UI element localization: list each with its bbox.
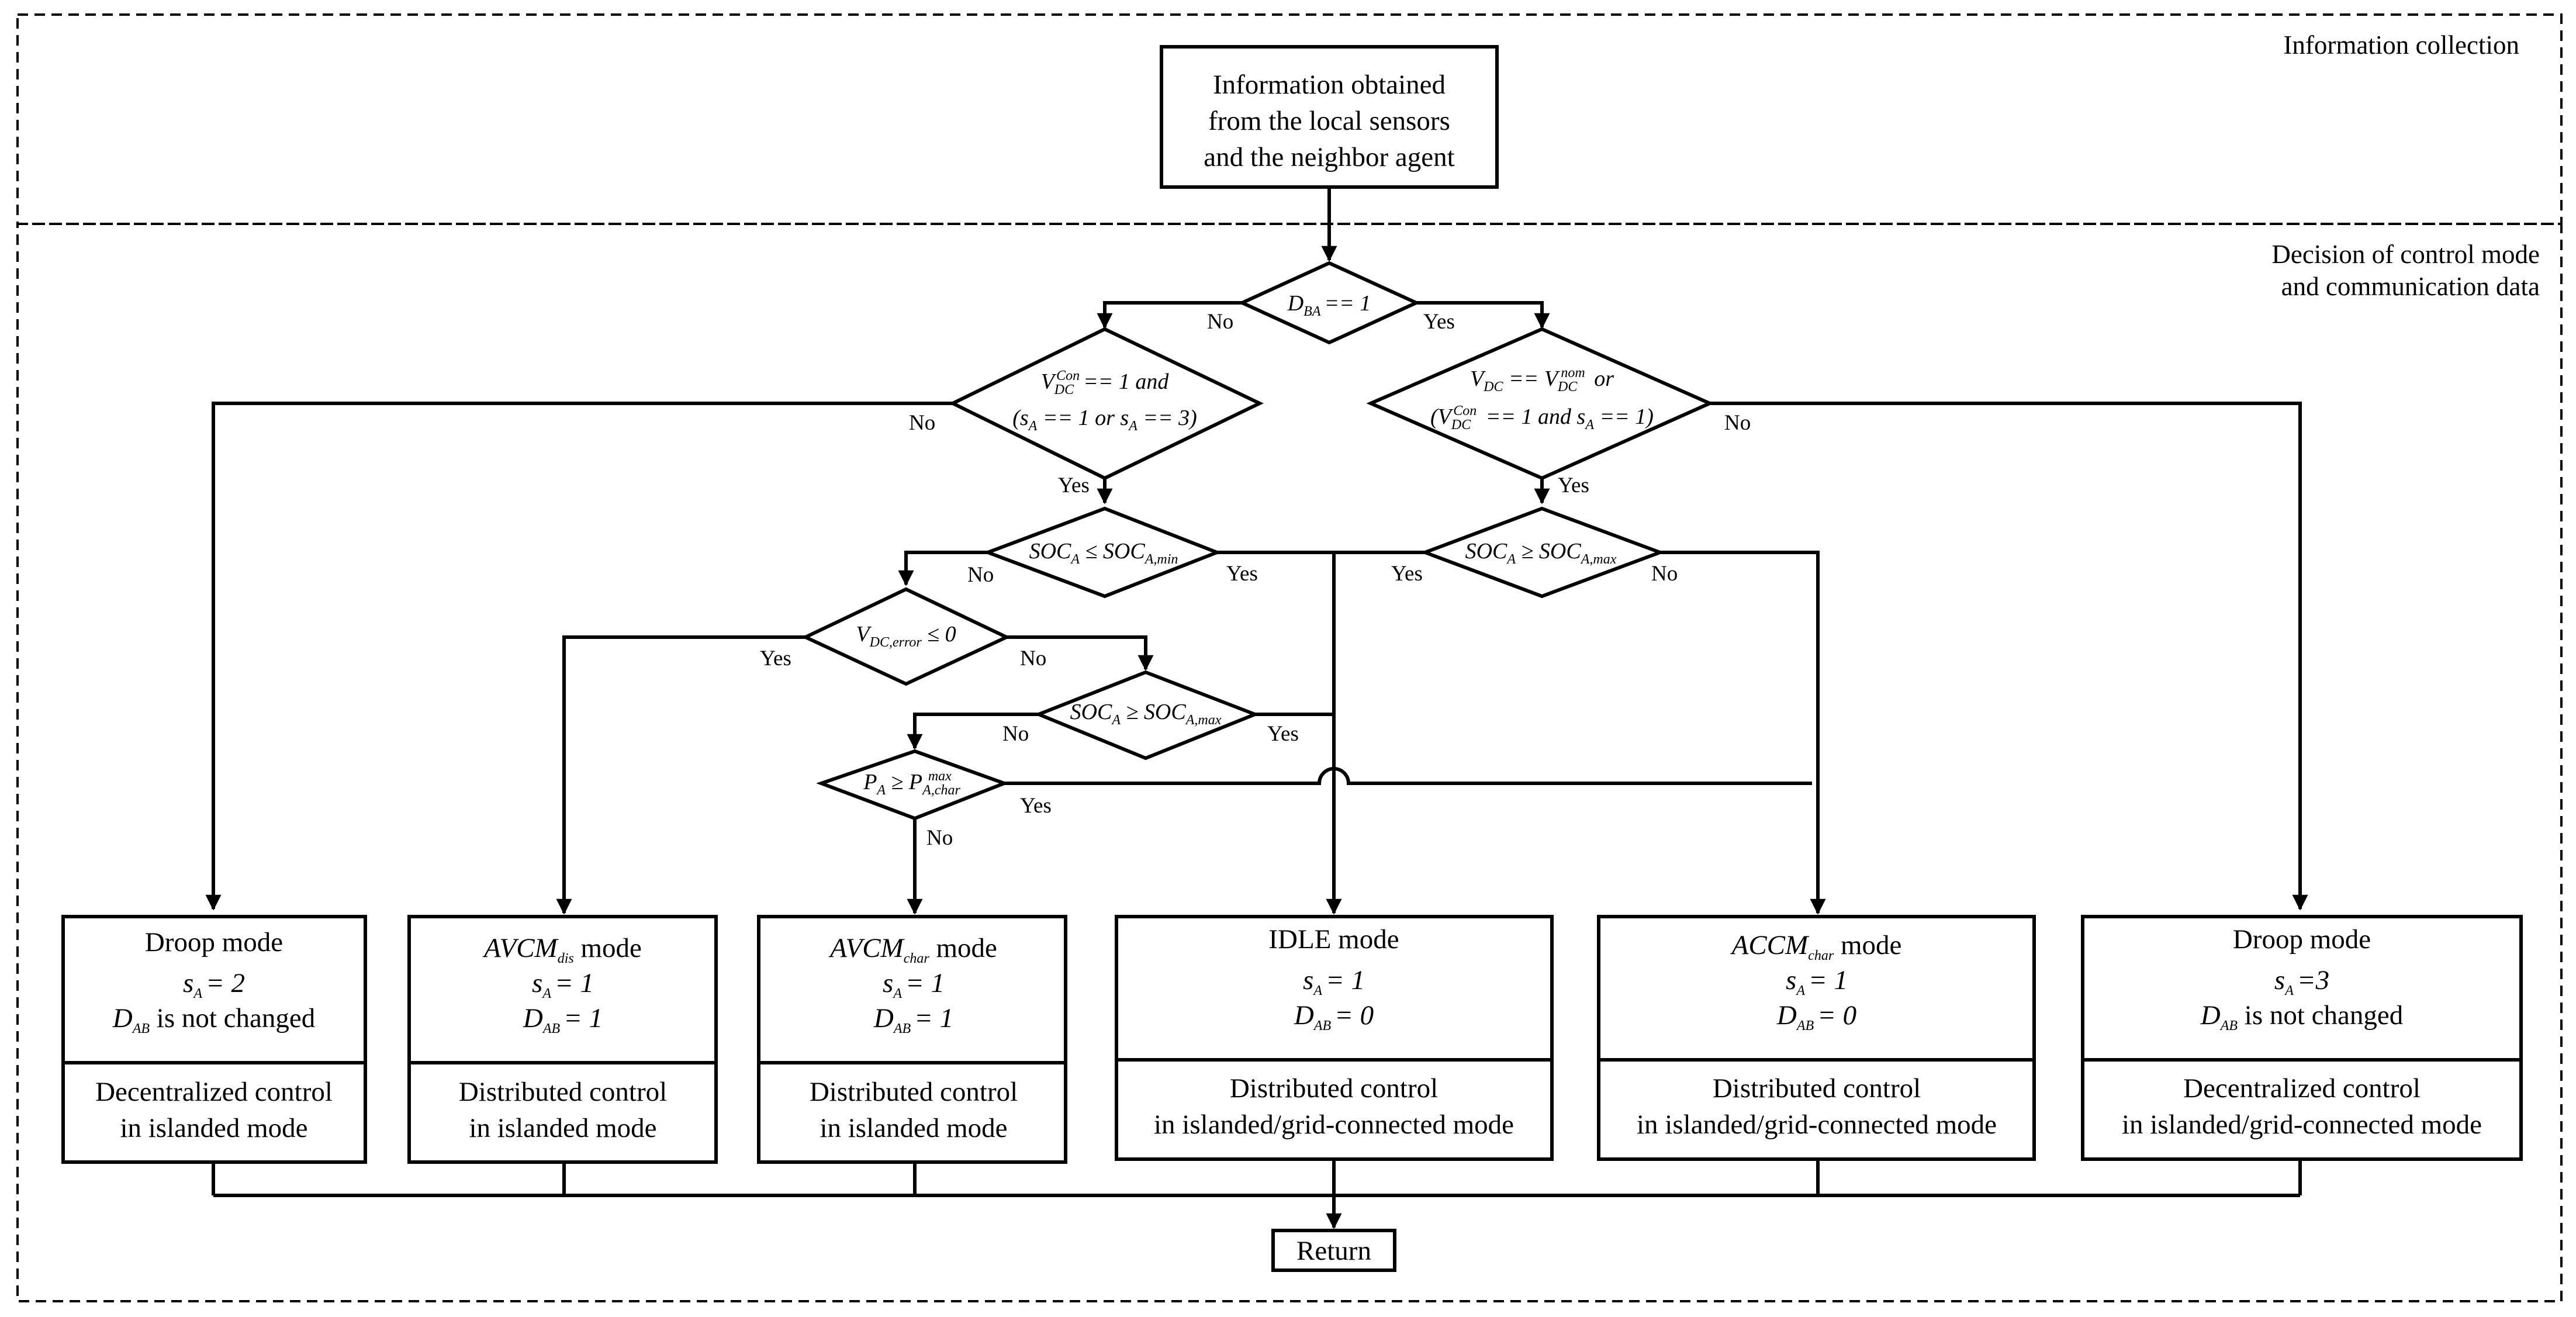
start-box: Information obtained from the local sens… bbox=[1160, 45, 1499, 189]
no-label: No bbox=[1651, 562, 1678, 586]
svg-text:VDC == VDCnom or: VDC == VDCnom or bbox=[1470, 365, 1614, 395]
svg-text:AVCMdis mode: AVCMdis mode bbox=[482, 933, 642, 966]
svg-text:(sA == 1 or sA == 3): (sA == 1 or sA == 3) bbox=[1012, 406, 1197, 434]
decision-soc-max-mid: SOCA ≥ SOCA,max bbox=[1033, 670, 1260, 761]
svg-text:VDCCon== 1 and: VDCCon== 1 and bbox=[1041, 368, 1170, 397]
svg-text:in islanded/grid-connected mod: in islanded/grid-connected mode bbox=[2122, 1109, 2482, 1140]
decision-label-line1: Decision of control mode bbox=[2271, 240, 2540, 269]
svg-text:DAB is not changed: DAB is not changed bbox=[2200, 1000, 2404, 1033]
svg-text:SOCA ≤ SOCA,min: SOCA ≤ SOCA,min bbox=[1029, 539, 1178, 567]
svg-text:in islanded mode: in islanded mode bbox=[120, 1113, 307, 1143]
mode-box-avcm-char: AVCMchar mode sA= 1 DAB= 1 Distributed c… bbox=[757, 915, 1067, 1164]
svg-text:in islanded mode: in islanded mode bbox=[469, 1113, 656, 1143]
svg-text:Droop mode: Droop mode bbox=[2233, 924, 2371, 955]
decision-label-line2: and communication data bbox=[2281, 272, 2540, 301]
mode-box-avcm-dis: AVCMdis mode sA= 1 DAB= 1 Distributed co… bbox=[407, 915, 718, 1164]
yes-label: Yes bbox=[1423, 310, 1455, 334]
start-line1: Information obtained bbox=[1213, 70, 1446, 100]
svg-text:Distributed control: Distributed control bbox=[459, 1077, 667, 1107]
svg-text:VDC,error ≤ 0: VDC,error ≤ 0 bbox=[856, 622, 956, 650]
svg-text:in islanded mode: in islanded mode bbox=[820, 1113, 1007, 1143]
svg-text:IDLE mode: IDLE mode bbox=[1268, 924, 1399, 955]
yes-label: Yes bbox=[1391, 562, 1423, 586]
svg-text:DBA== 1: DBA== 1 bbox=[1287, 291, 1371, 319]
decision-region bbox=[16, 223, 2563, 1302]
yes-label: Yes bbox=[760, 647, 791, 670]
svg-text:Distributed control: Distributed control bbox=[1230, 1073, 1438, 1104]
yes-label: Yes bbox=[1058, 473, 1090, 497]
yes-label: Yes bbox=[1020, 794, 1052, 818]
svg-text:(VDCCon == 1 and sA == 1): (VDCCon == 1 and sA == 1) bbox=[1430, 403, 1654, 433]
svg-text:sA= 2: sA= 2 bbox=[183, 968, 245, 1001]
svg-text:SOCA ≥ SOCA,max: SOCA ≥ SOCA,max bbox=[1070, 700, 1222, 728]
svg-text:DAB= 1: DAB= 1 bbox=[523, 1003, 603, 1036]
svg-text:SOCA ≥ SOCA,max: SOCA ≥ SOCA,max bbox=[1465, 539, 1617, 567]
decision-vdc-con-left: VDCCon== 1 and (sA == 1 or sA == 3) bbox=[949, 327, 1264, 481]
start-line3: and the neighbor agent bbox=[1204, 142, 1454, 172]
connector-lines bbox=[205, 187, 2308, 1229]
svg-text:DAB= 0: DAB= 0 bbox=[1776, 1000, 1856, 1033]
decision-soc-max-right: SOCA ≥ SOCA,max bbox=[1420, 506, 1665, 599]
decision-d-ba: DBA== 1 bbox=[1237, 261, 1421, 345]
decision-v-error: VDC,error ≤ 0 bbox=[801, 587, 1011, 686]
svg-text:Distributed control: Distributed control bbox=[1713, 1073, 1921, 1104]
start-line2: from the local sensors bbox=[1208, 106, 1450, 136]
no-label: No bbox=[926, 826, 953, 850]
svg-text:DAB= 0: DAB= 0 bbox=[1294, 1000, 1374, 1033]
no-label: No bbox=[909, 411, 935, 435]
svg-text:DAB is not changed: DAB is not changed bbox=[112, 1003, 316, 1036]
decision-vdc-nom-right: VDC == VDCnom or (VDCCon == 1 and sA == … bbox=[1366, 327, 1714, 481]
svg-text:AVCMchar mode: AVCMchar mode bbox=[828, 933, 997, 966]
svg-text:sA= 1: sA= 1 bbox=[883, 968, 945, 1001]
return-box: Return bbox=[1271, 1229, 1396, 1272]
return-label: Return bbox=[1296, 1236, 1371, 1266]
no-label: No bbox=[967, 563, 994, 587]
yes-label: Yes bbox=[1267, 722, 1299, 746]
svg-text:sA= 1: sA= 1 bbox=[1303, 965, 1365, 998]
decision-p-char: PA ≥ PA,charmax bbox=[816, 749, 1009, 821]
yes-label: Yes bbox=[1558, 473, 1589, 497]
svg-text:sA= 1: sA= 1 bbox=[1786, 965, 1848, 998]
svg-text:PA ≥ PA,charmax: PA ≥ PA,charmax bbox=[863, 769, 960, 798]
mode-box-idle: IDLE mode sA= 1 DAB= 0 Distributed contr… bbox=[1115, 915, 1554, 1161]
svg-text:in islanded/grid-connected mod: in islanded/grid-connected mode bbox=[1154, 1109, 1514, 1140]
yes-label: Yes bbox=[1226, 562, 1258, 586]
no-label: No bbox=[1724, 411, 1751, 435]
no-label: No bbox=[1020, 647, 1046, 670]
mode-box-accm-char: ACCMchar mode sA= 1 DAB= 0 Distributed c… bbox=[1597, 915, 2036, 1161]
svg-text:Decentralized control: Decentralized control bbox=[2183, 1073, 2421, 1104]
svg-text:Decentralized control: Decentralized control bbox=[95, 1077, 333, 1107]
svg-text:sA=3: sA=3 bbox=[2274, 965, 2329, 998]
svg-text:in islanded/grid-connected mod: in islanded/grid-connected mode bbox=[1637, 1109, 1997, 1140]
mode-box-droop-left: Droop mode sA= 2 DAB is not changed Dece… bbox=[61, 915, 367, 1164]
svg-text:Distributed control: Distributed control bbox=[810, 1077, 1018, 1107]
no-label: No bbox=[1207, 310, 1233, 334]
svg-text:ACCMchar mode: ACCMchar mode bbox=[1730, 930, 1902, 963]
decision-soc-min: SOCA ≤ SOCA,min bbox=[983, 506, 1222, 599]
svg-text:DAB= 1: DAB= 1 bbox=[873, 1003, 953, 1036]
svg-text:sA= 1: sA= 1 bbox=[532, 968, 594, 1001]
mode-box-droop-right: Droop mode sA=3 DAB is not changed Decen… bbox=[2081, 915, 2523, 1161]
no-label: No bbox=[1002, 722, 1029, 746]
branch-labels: No Yes No Yes Yes No No Yes Yes No Yes N… bbox=[760, 310, 1751, 850]
svg-text:Droop mode: Droop mode bbox=[145, 927, 283, 957]
information-collection-label: Information collection bbox=[2283, 30, 2519, 60]
